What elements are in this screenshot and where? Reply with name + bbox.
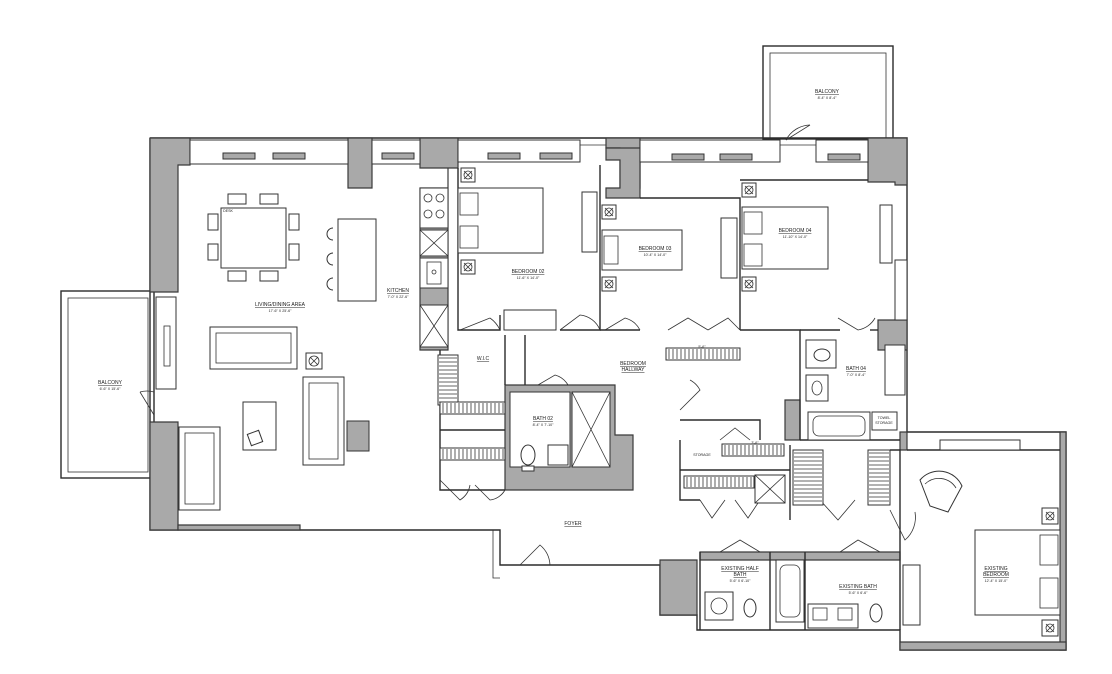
windows-top [189,139,869,165]
existing-bed [974,529,1061,616]
bedroom-03-furniture [601,204,738,292]
armchair [919,470,963,513]
balcony-top [762,45,894,140]
bedroom-03-dims: 10'-4" X 14'-0" [644,253,667,257]
bath-02-fixtures [509,391,611,472]
kitchen-dims: 7'-0" X 22'-6" [388,295,409,299]
bed-02 [457,187,544,254]
bedroom-03-label: BEDROOM 03 [639,246,672,252]
bed-04 [741,206,829,270]
bedroom-04-furniture [741,182,908,321]
closets [437,347,891,506]
balcony-top-label: BALCONY [815,89,840,95]
towel-storage-label: TOWEL [878,416,891,420]
half-bath-dims: 5'-6" X 6'-10" [730,579,751,583]
bath-04-label: BATH 04 [846,366,866,372]
existing-bath-label: EXISTING BATH [839,584,877,590]
living-dining-label: LIVING/DINING AREA [255,302,306,308]
half-bath-label: EXISTING HALF [721,566,759,572]
bedroom-04-label: BEDROOM 04 [779,228,812,234]
bedroom-hallway-label: BEDROOM [620,361,646,367]
storage-label: STORAGE [693,453,711,457]
living-dining-dims: 17'-6" X 25'-6" [269,309,292,313]
storage-shaft [754,474,786,504]
balcony-left [60,290,155,479]
bedroom-02-dims: 11'-6" X 14'-0" [517,276,540,280]
existing-bedroom-furniture [902,439,1061,637]
dining-table [220,207,287,269]
sofa [209,326,298,370]
bath-02-label: BATH 02 [533,416,553,422]
side-sofa [302,376,345,466]
bedroom-hallway-label-2: HALLWAY [622,367,646,373]
bedroom-02-label: BEDROOM 02 [512,269,545,275]
closet-rod [439,401,506,415]
bath-04-dims: 7'-0" X 8'-4" [847,373,866,377]
closet-dim-label: 5'-6" [698,345,706,349]
wic-label: W.I.C [477,356,490,362]
existing-bedroom-label: EXISTING [984,566,1007,572]
towel-storage-label-2: STORAGE [875,421,893,425]
bath-04-fixtures [805,339,906,441]
closet-rod [792,449,824,506]
existing-baths [704,559,883,629]
balcony-top-dims: 8'-4" X 8'-4" [818,96,837,100]
living-furniture [155,193,377,511]
bath-02-dims: 8'-4" X 7'-10" [533,423,554,427]
closet-rod [665,347,741,361]
existing-bedroom-dims: 12'-4" X 15'-0" [985,579,1008,583]
room-labels: BALCONY 6'-6" X 15'-6" BALCONY 8'-4" X 8… [98,89,1009,595]
kitchen-fixtures [419,187,449,348]
bedroom-02-furniture [457,167,598,331]
desk-label: DESK [223,209,233,213]
foyer-label: FOYER [564,521,582,527]
half-bath-label-2: BATH [734,572,747,578]
bed-03 [601,229,683,271]
bedroom-04-dims: 11'-10" X 14'-0" [783,235,808,239]
kitchen-label: KITCHEN [387,288,409,294]
doors [139,124,916,566]
closet-dim-label-2: 3'-6" [751,441,759,445]
closet-rod [437,354,459,406]
existing-bedroom-label-2: BEDROOM [983,572,1009,578]
existing-bath-dims: 5'-6" X 6'-6" [849,591,868,595]
balcony-left-dims: 6'-6" X 15'-6" [100,387,121,391]
closet-rod [439,447,506,461]
kitchen-island [337,218,377,302]
closet-rod [867,449,891,506]
balcony-left-label: BALCONY [98,380,123,386]
